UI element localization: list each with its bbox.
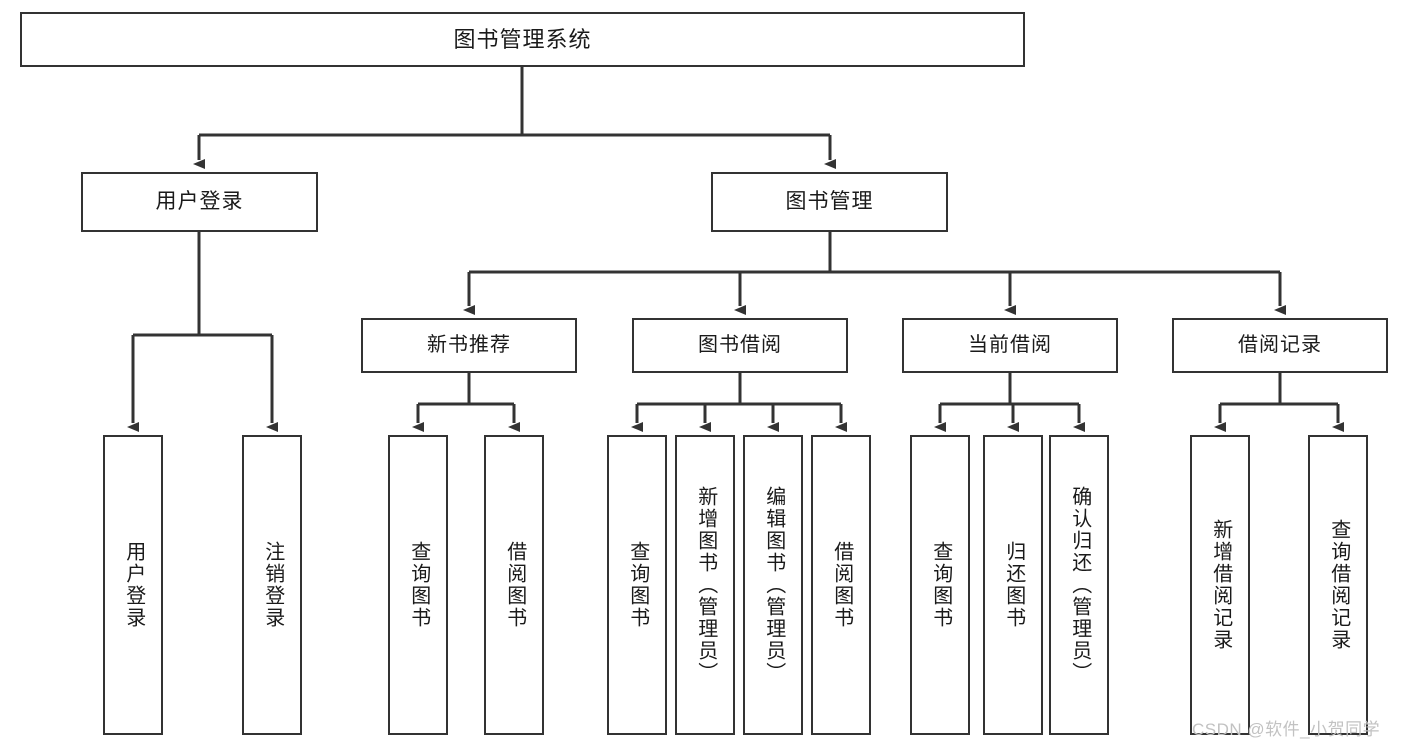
node-leaf-user-logout-label: 注销登录 [261, 541, 284, 629]
node-leaf-user-logout[interactable]: 注销登录 [242, 435, 302, 735]
node-leaf-query-book-3-label: 查询图书 [929, 541, 952, 629]
node-leaf-confirm-return-label: 确认归还（管理员） [1068, 486, 1091, 684]
node-leaf-query-book-1[interactable]: 查询图书 [388, 435, 448, 735]
node-leaf-add-book-label: 新增图书（管理员） [694, 486, 717, 684]
node-leaf-query-book-2-label: 查询图书 [626, 541, 649, 629]
node-leaf-query-book-3[interactable]: 查询图书 [910, 435, 970, 735]
node-leaf-query-book-1-label: 查询图书 [407, 541, 430, 629]
node-leaf-edit-book[interactable]: 编辑图书（管理员） [743, 435, 803, 735]
node-leaf-return-book[interactable]: 归还图书 [983, 435, 1043, 735]
node-borrow-record[interactable]: 借阅记录 [1172, 318, 1388, 373]
node-leaf-edit-book-label: 编辑图书（管理员） [762, 486, 785, 684]
node-borrow-record-label: 借阅记录 [1238, 334, 1322, 356]
node-leaf-query-book-2[interactable]: 查询图书 [607, 435, 667, 735]
node-root-label: 图书管理系统 [453, 26, 592, 52]
node-root[interactable]: 图书管理系统 [20, 12, 1025, 67]
csdn-watermark: CSDN @软件_小贺同学 [1192, 720, 1381, 739]
node-user-login[interactable]: 用户登录 [81, 172, 318, 232]
node-new-book-recommend-label: 新书推荐 [427, 334, 511, 356]
node-leaf-user-login-label: 用户登录 [122, 541, 145, 629]
node-book-borrow[interactable]: 图书借阅 [632, 318, 848, 373]
node-user-login-label: 用户登录 [155, 189, 244, 213]
node-leaf-add-book[interactable]: 新增图书（管理员） [675, 435, 735, 735]
node-leaf-query-record[interactable]: 查询借阅记录 [1308, 435, 1368, 735]
node-leaf-user-login[interactable]: 用户登录 [103, 435, 163, 735]
node-book-management-label: 图书管理 [785, 189, 874, 213]
node-leaf-return-book-label: 归还图书 [1002, 541, 1025, 629]
node-current-borrow[interactable]: 当前借阅 [902, 318, 1118, 373]
node-leaf-borrow-book-2[interactable]: 借阅图书 [811, 435, 871, 735]
node-book-borrow-label: 图书借阅 [698, 334, 782, 356]
node-leaf-borrow-book-2-label: 借阅图书 [830, 541, 853, 629]
node-leaf-add-record[interactable]: 新增借阅记录 [1190, 435, 1250, 735]
node-leaf-confirm-return[interactable]: 确认归还（管理员） [1049, 435, 1109, 735]
node-book-management[interactable]: 图书管理 [711, 172, 948, 232]
node-leaf-add-record-label: 新增借阅记录 [1209, 519, 1232, 651]
node-leaf-borrow-book-1[interactable]: 借阅图书 [484, 435, 544, 735]
node-current-borrow-label: 当前借阅 [968, 334, 1052, 356]
node-leaf-borrow-book-1-label: 借阅图书 [503, 541, 526, 629]
node-leaf-query-record-label: 查询借阅记录 [1327, 519, 1350, 651]
node-new-book-recommend[interactable]: 新书推荐 [361, 318, 577, 373]
